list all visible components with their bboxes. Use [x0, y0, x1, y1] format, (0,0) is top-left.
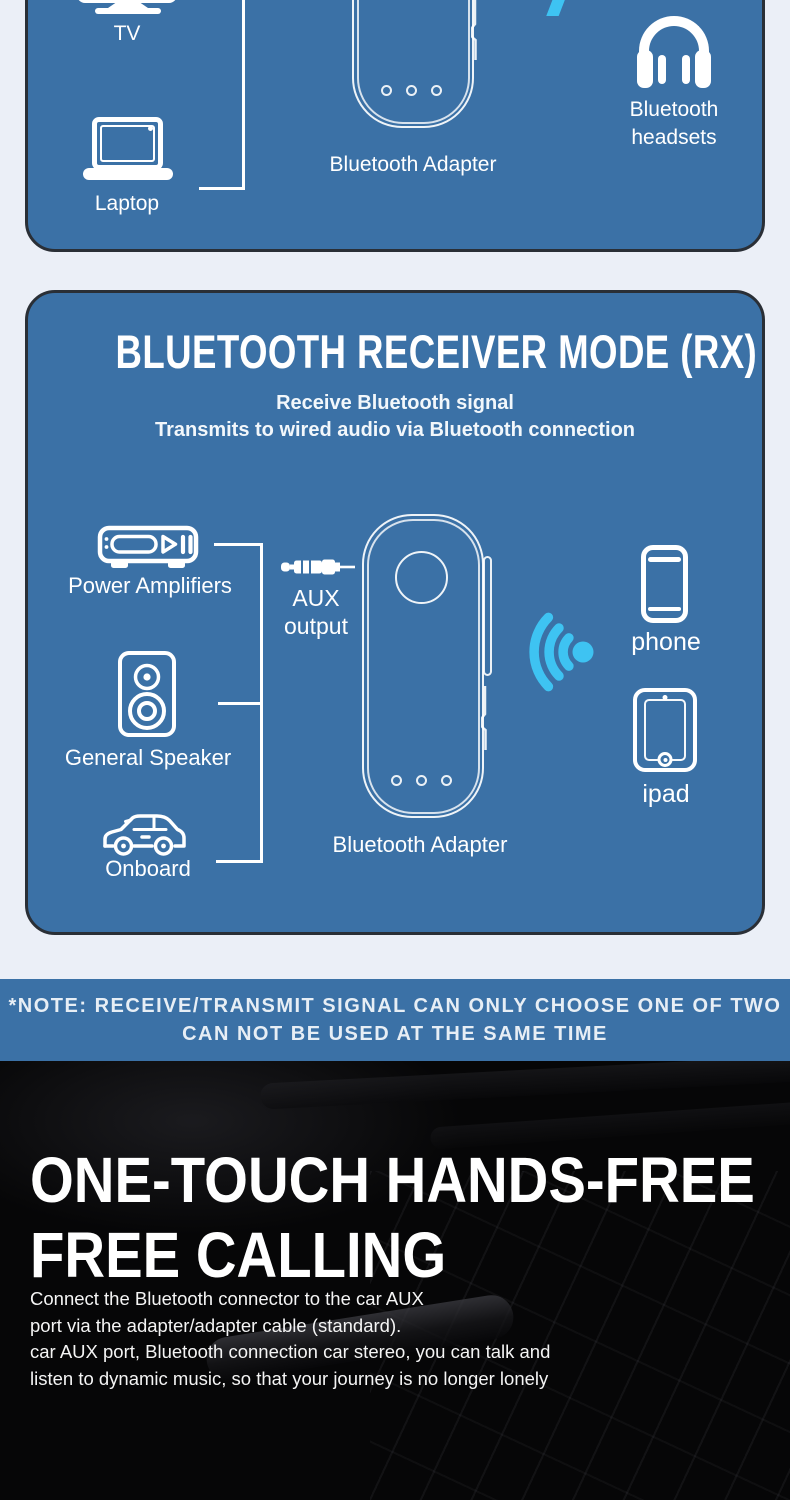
note-line1: *NOTE: RECEIVE/TRANSMIT SIGNAL CAN ONLY …	[8, 994, 782, 1017]
receiver-bracket-stub-amplifier	[214, 543, 263, 546]
laptop-icon	[92, 117, 163, 170]
amplifier-label: Power Amplifiers	[68, 573, 232, 598]
heading-line1: ONE-TOUCH HANDS-FREE	[30, 1144, 755, 1216]
ipad-label: ipad	[642, 780, 690, 808]
adapter-label-transmitter: Bluetooth Adapter	[329, 153, 497, 176]
receiver-bracket-stub-onboard	[216, 860, 263, 863]
bluetooth-adapter-icon	[352, 0, 477, 128]
body-line3: car AUX port, Bluetooth connection car s…	[30, 1341, 551, 1362]
body-line2: port via the adapter/adapter cable (stan…	[30, 1314, 402, 1336]
speaker-icon	[118, 651, 176, 737]
car-icon	[98, 807, 190, 859]
hands-free-body: Connect the Bluetooth connector to the c…	[30, 1286, 550, 1392]
adapter-label-receiver: Bluetooth Adapter	[332, 832, 508, 857]
headphones-icon	[637, 14, 711, 90]
receiver-title: BLUETOOTH RECEIVER MODE (RX)	[115, 325, 758, 378]
headset-label-line1: Bluetooth	[629, 98, 719, 121]
receiver-subtitle-1: Receive Bluetooth signal	[276, 392, 514, 414]
connector-bracket-horizontal	[199, 187, 245, 190]
receiver-subtitle-2: Transmits to wired audio via Bluetooth c…	[154, 419, 636, 441]
headset-label-line2: headsets	[631, 126, 717, 149]
hands-free-section: ONE-TOUCH HANDS-FREE FREE CALLING Connec…	[0, 1061, 790, 1500]
amplifier-icon	[97, 524, 199, 568]
bluetooth-adapter-icon	[362, 514, 492, 818]
tv-label: TV	[113, 22, 141, 45]
receiver-bracket-stub-speaker	[218, 702, 263, 705]
hands-free-heading: ONE-TOUCH HANDS-FREE FREE CALLING	[30, 1143, 755, 1293]
phone-label: phone	[631, 628, 701, 656]
tv-stand-icon	[108, 2, 148, 8]
tv-base-icon	[95, 8, 161, 14]
aux-label-line2: output	[284, 613, 348, 639]
note-banner: *NOTE: RECEIVE/TRANSMIT SIGNAL CAN ONLY …	[0, 979, 790, 1061]
tablet-icon	[633, 688, 697, 772]
phone-icon	[641, 545, 688, 623]
connector-bracket-vertical	[242, 0, 245, 190]
note-line2: CAN NOT BE USED AT THE SAME TIME	[182, 1022, 608, 1045]
aux-plug-icon	[281, 559, 355, 575]
heading-line2: FREE CALLING	[30, 1219, 447, 1291]
onboard-label: Onboard	[105, 856, 191, 881]
speaker-label: General Speaker	[64, 745, 232, 770]
signal-waves-icon	[529, 612, 594, 692]
laptop-base-icon	[83, 168, 173, 180]
body-line4: listen to dynamic music, so that your jo…	[30, 1367, 549, 1389]
body-line1: Connect the Bluetooth connector to the c…	[30, 1288, 424, 1309]
aux-label-line1: AUX	[292, 585, 340, 611]
laptop-label: Laptop	[94, 192, 160, 215]
